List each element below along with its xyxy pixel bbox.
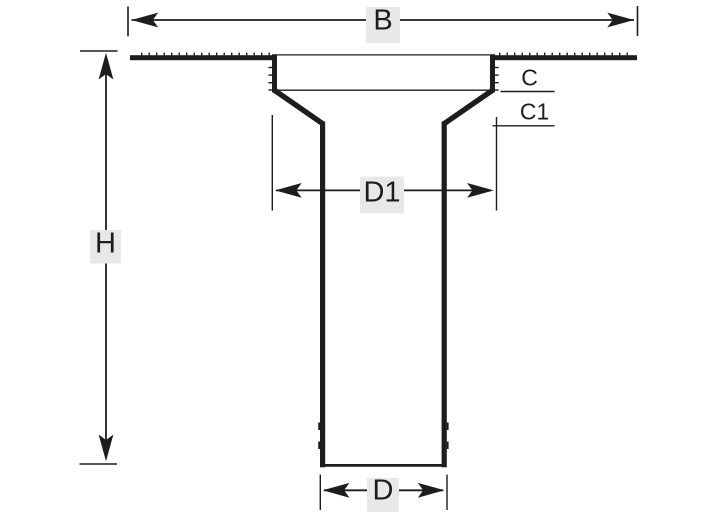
svg-text:D1: D1 bbox=[363, 177, 400, 209]
svg-text:D: D bbox=[373, 475, 394, 507]
svg-text:C1: C1 bbox=[520, 99, 549, 125]
svg-text:H: H bbox=[95, 227, 116, 259]
svg-text:B: B bbox=[373, 5, 392, 37]
svg-text:C: C bbox=[521, 64, 538, 90]
